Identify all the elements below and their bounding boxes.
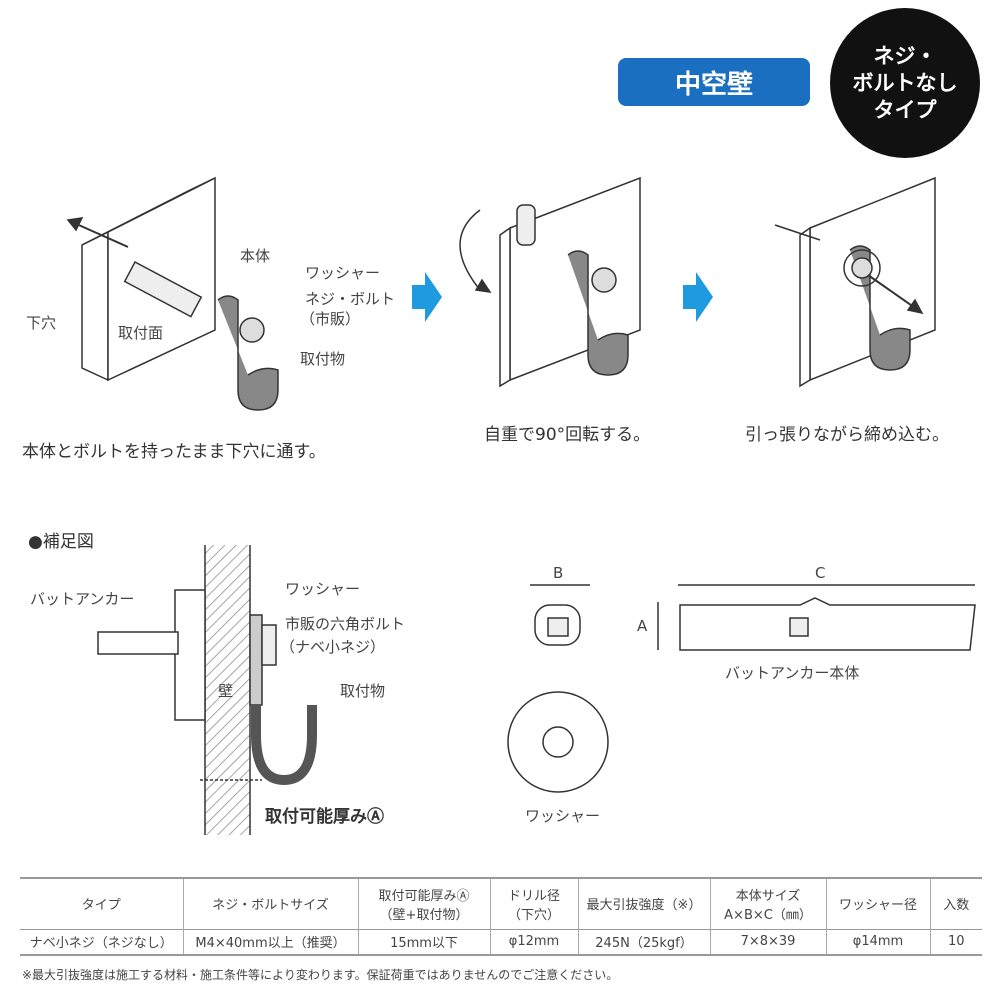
cell: φ14mm bbox=[825, 929, 930, 955]
label-bolt-note: （市販） bbox=[300, 310, 361, 328]
cell: φ12mm bbox=[489, 929, 578, 955]
label-hex-bolt: 市販の六角ボルト bbox=[285, 615, 406, 633]
supplement-title: ●補足図 bbox=[28, 532, 94, 552]
step3-caption: 引っ張りながら締め込む。 bbox=[745, 425, 949, 445]
step2-caption: 自重で90°回転する。 bbox=[484, 425, 651, 445]
label-surface: 取付面 bbox=[118, 324, 164, 342]
cell: 15mm以下 bbox=[357, 929, 490, 955]
badge-line: タイプ bbox=[873, 97, 937, 122]
dim-b: B bbox=[553, 564, 564, 582]
step3-drawing bbox=[774, 176, 936, 388]
dim-a: A bbox=[637, 617, 648, 635]
col-header: タイプ bbox=[81, 898, 121, 914]
label-washer: ワッシャー bbox=[285, 580, 361, 598]
label-hex-bolt-note: （ナベ小ネジ） bbox=[280, 638, 386, 656]
cell: 7×8×39 bbox=[709, 929, 826, 955]
cell: 245N（25kgf） bbox=[577, 929, 710, 955]
spec-table: タイプ ネジ・ボルトサイズ 取付可能厚みⒶ （壁+取付物） ドリル径 （下穴） … bbox=[20, 877, 982, 956]
step1-caption: 本体とボルトを持ったまま下穴に通す。 bbox=[22, 442, 326, 462]
col-header: 入数 bbox=[929, 878, 982, 929]
hollow-wall-badge: 中空壁 bbox=[618, 58, 810, 106]
step2-drawing bbox=[459, 176, 641, 388]
dimension-drawings bbox=[507, 584, 976, 793]
col-header: 本体サイズ A×B×C（㎜） bbox=[709, 878, 826, 929]
label-washer-figure: ワッシャー bbox=[525, 807, 601, 825]
cell: ナベ小ネジ（ネジなし） bbox=[29, 936, 173, 952]
badge-line: ネジ・ bbox=[873, 43, 937, 68]
label-washer: ワッシャー bbox=[305, 264, 381, 282]
arrow-right-icon bbox=[412, 272, 442, 322]
label-anchor: バットアンカー bbox=[30, 590, 135, 608]
col-header: ドリル径 （下穴） bbox=[489, 878, 578, 929]
table-row: ナベ小ネジ（ネジなし） M4×40mm以上（推奨） 15mm以下 φ12mm 2… bbox=[20, 929, 982, 955]
label-bolt: ネジ・ボルト bbox=[305, 290, 396, 308]
label-anchor-body: バットアンカー本体 bbox=[725, 664, 860, 682]
col-header: ネジ・ボルトサイズ bbox=[182, 878, 358, 929]
label-fixture: 取付物 bbox=[300, 350, 346, 368]
col-header: 取付可能厚みⒶ （壁+取付物） bbox=[357, 878, 490, 929]
cell: 10 bbox=[929, 929, 982, 955]
footnote: ※最大引抜強度は施工する材料・施工条件等により変わります。保証荷重ではありません… bbox=[22, 968, 619, 982]
label-wall: 壁 bbox=[218, 682, 234, 700]
section-drawing bbox=[97, 545, 317, 835]
no-bolt-type-badge: ネジ・ ボルトなし タイプ bbox=[830, 8, 980, 158]
label-body: 本体 bbox=[240, 247, 271, 265]
arrow-right-icon bbox=[683, 272, 713, 322]
col-header: ワッシャー径 bbox=[825, 878, 930, 929]
col-header: 最大引抜強度（※） bbox=[577, 878, 710, 929]
cell: M4×40mm以上（推奨） bbox=[182, 929, 358, 955]
badge-line: ボルトなし bbox=[852, 70, 958, 95]
label-thickness: 取付可能厚みⒶ bbox=[265, 807, 384, 827]
dim-c: C bbox=[815, 564, 826, 582]
step1-wall-drawing bbox=[66, 176, 279, 411]
table-header-row: タイプ ネジ・ボルトサイズ 取付可能厚みⒶ （壁+取付物） ドリル径 （下穴） … bbox=[20, 878, 982, 929]
label-fixture: 取付物 bbox=[340, 682, 386, 700]
label-hole: 下穴 bbox=[26, 314, 57, 332]
